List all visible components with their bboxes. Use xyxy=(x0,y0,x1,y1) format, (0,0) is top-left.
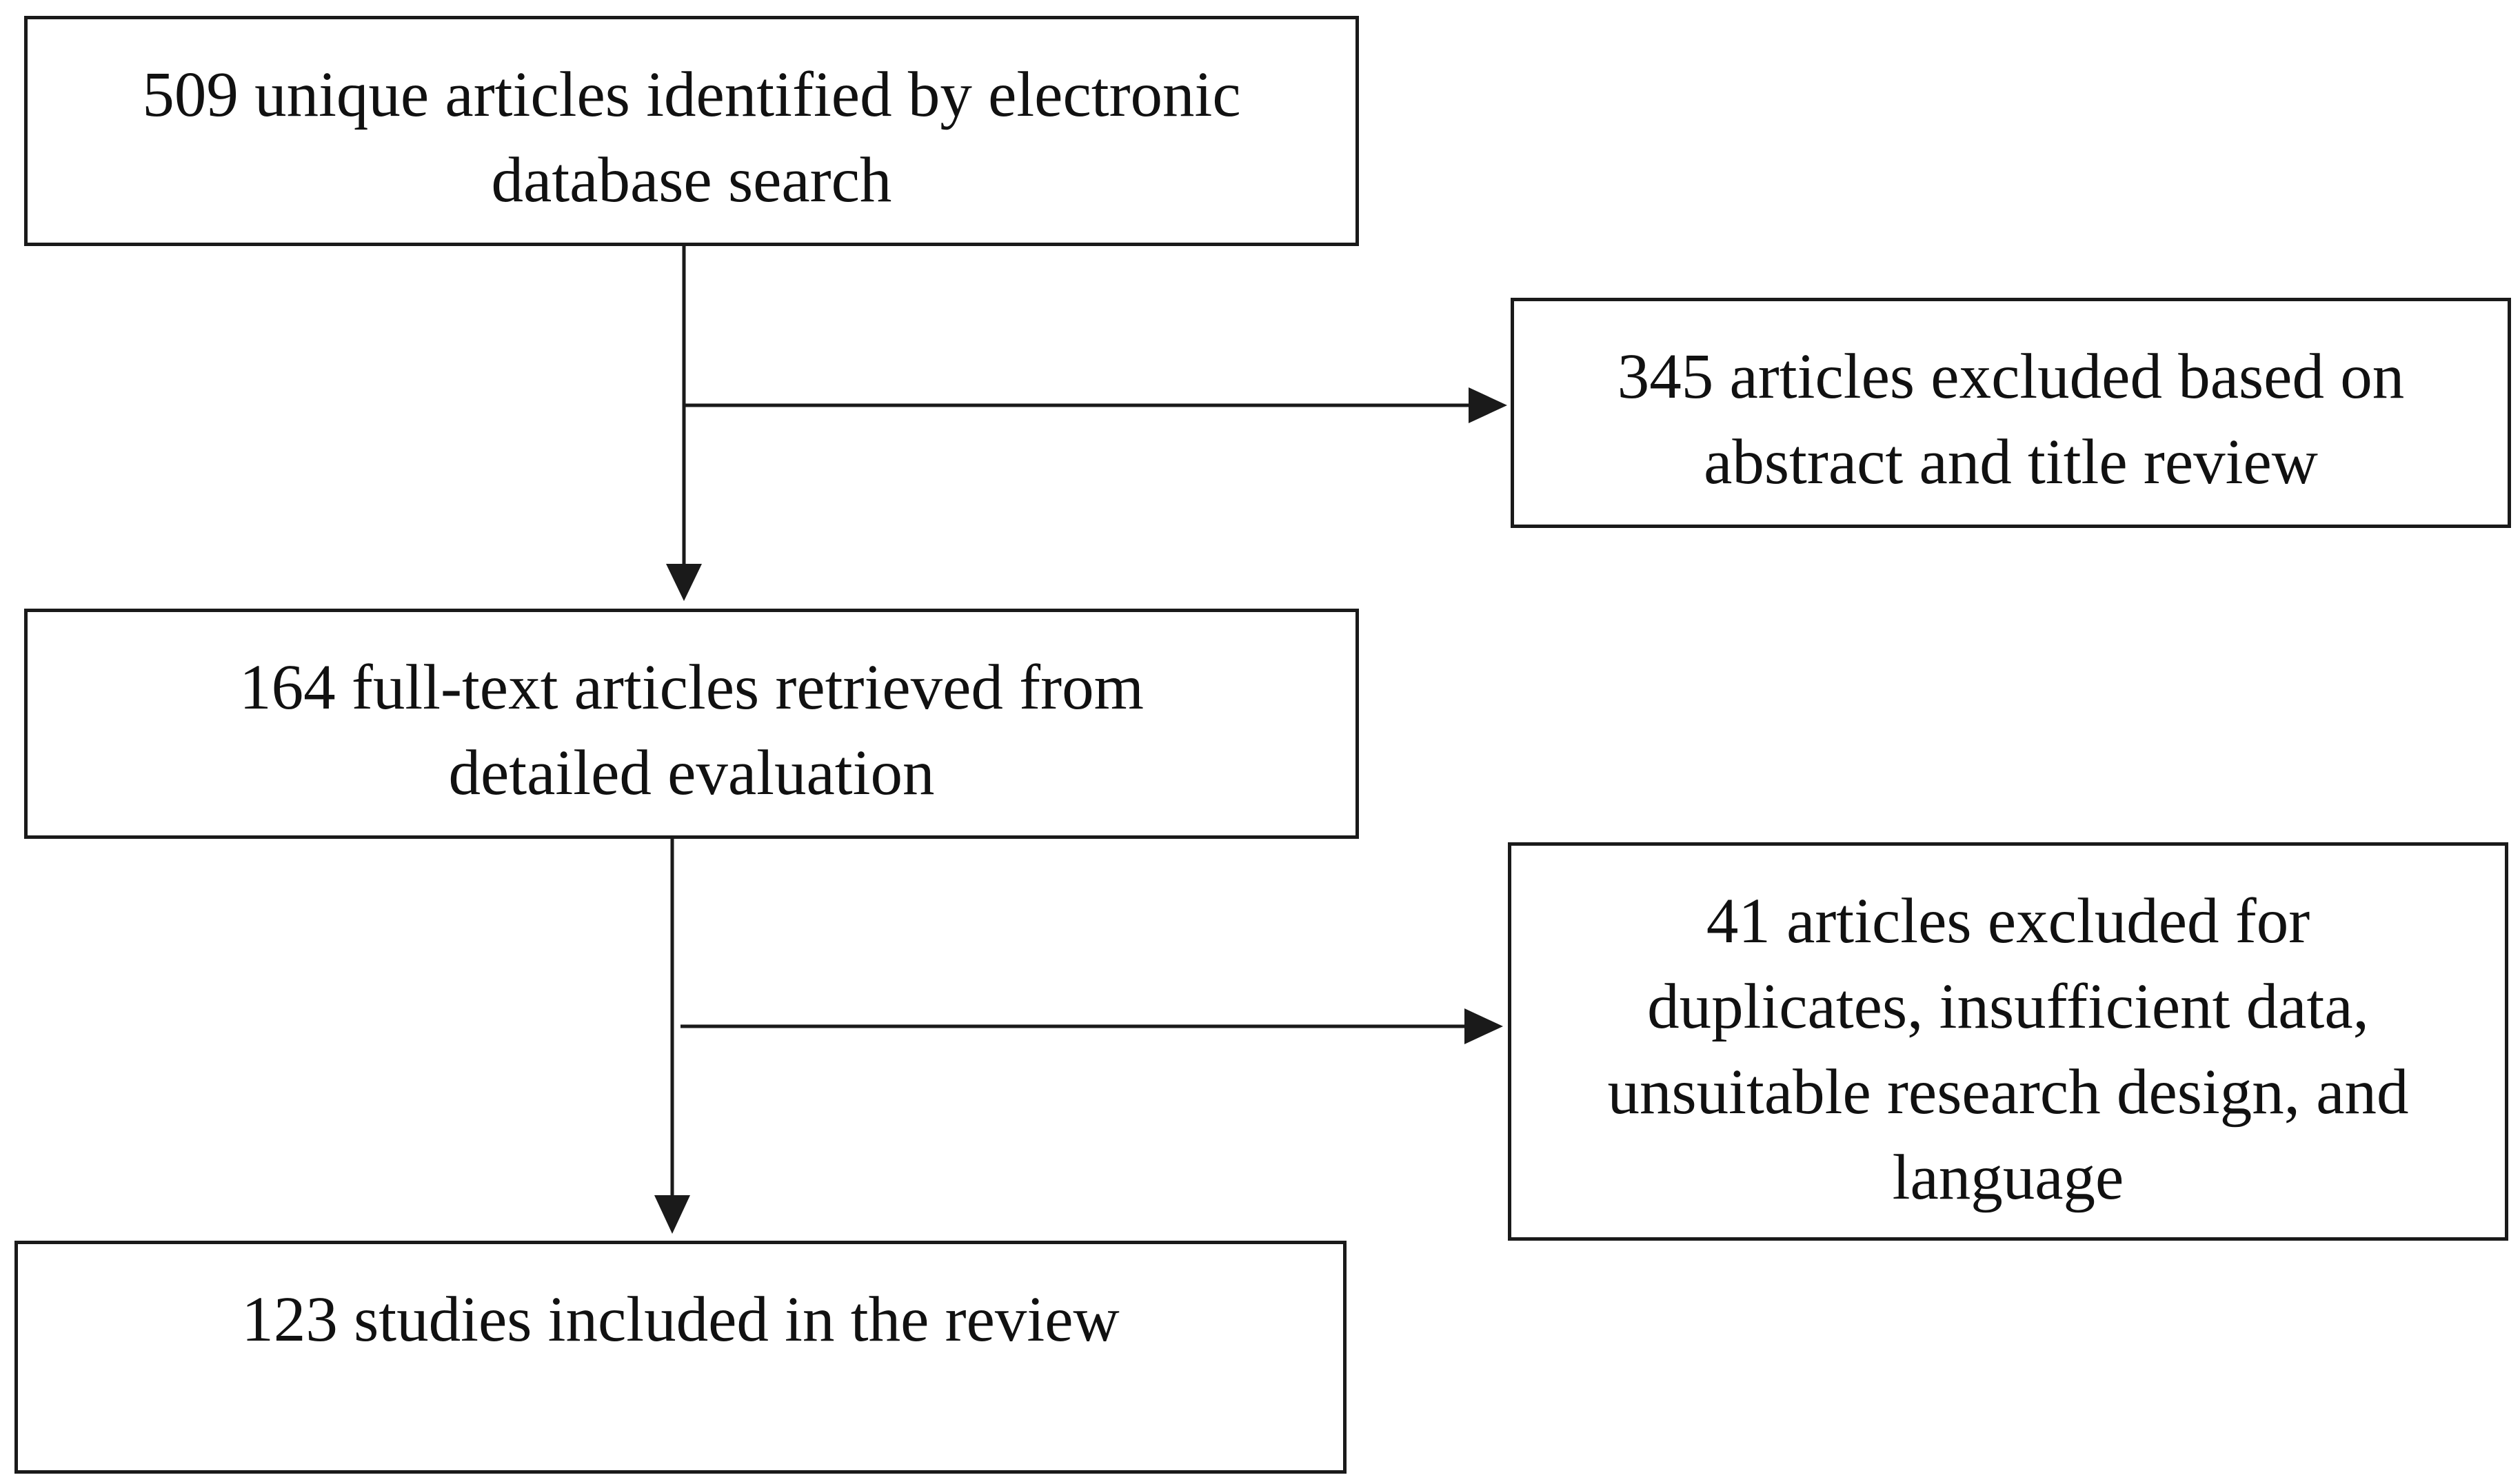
retrieved-box: 164 full-text articles retrieved from de… xyxy=(24,609,1359,839)
arrowhead-excluded-screening xyxy=(1469,387,1507,423)
excluded-fulltext-box: 41 articles excluded for duplicates, ins… xyxy=(1508,842,2508,1241)
arrowhead-retrieved xyxy=(666,564,702,601)
excluded-screening-box: 345 articles excluded based on abstract … xyxy=(1511,298,2511,528)
identified-text: 509 unique articles identified by electr… xyxy=(142,59,1241,216)
retrieved-text: 164 full-text articles retrieved from de… xyxy=(239,652,1144,809)
excluded-fulltext-text: 41 articles excluded for duplicates, ins… xyxy=(1607,886,2409,1213)
included-box: 123 studies included in the review xyxy=(14,1241,1347,1474)
excluded-screening-text: 345 articles excluded based on abstract … xyxy=(1617,341,2405,498)
arrowhead-included xyxy=(654,1195,690,1234)
identified-box: 509 unique articles identified by electr… xyxy=(24,16,1359,246)
included-text: 123 studies included in the review xyxy=(241,1284,1120,1355)
arrowhead-excluded-fulltext xyxy=(1464,1008,1503,1044)
